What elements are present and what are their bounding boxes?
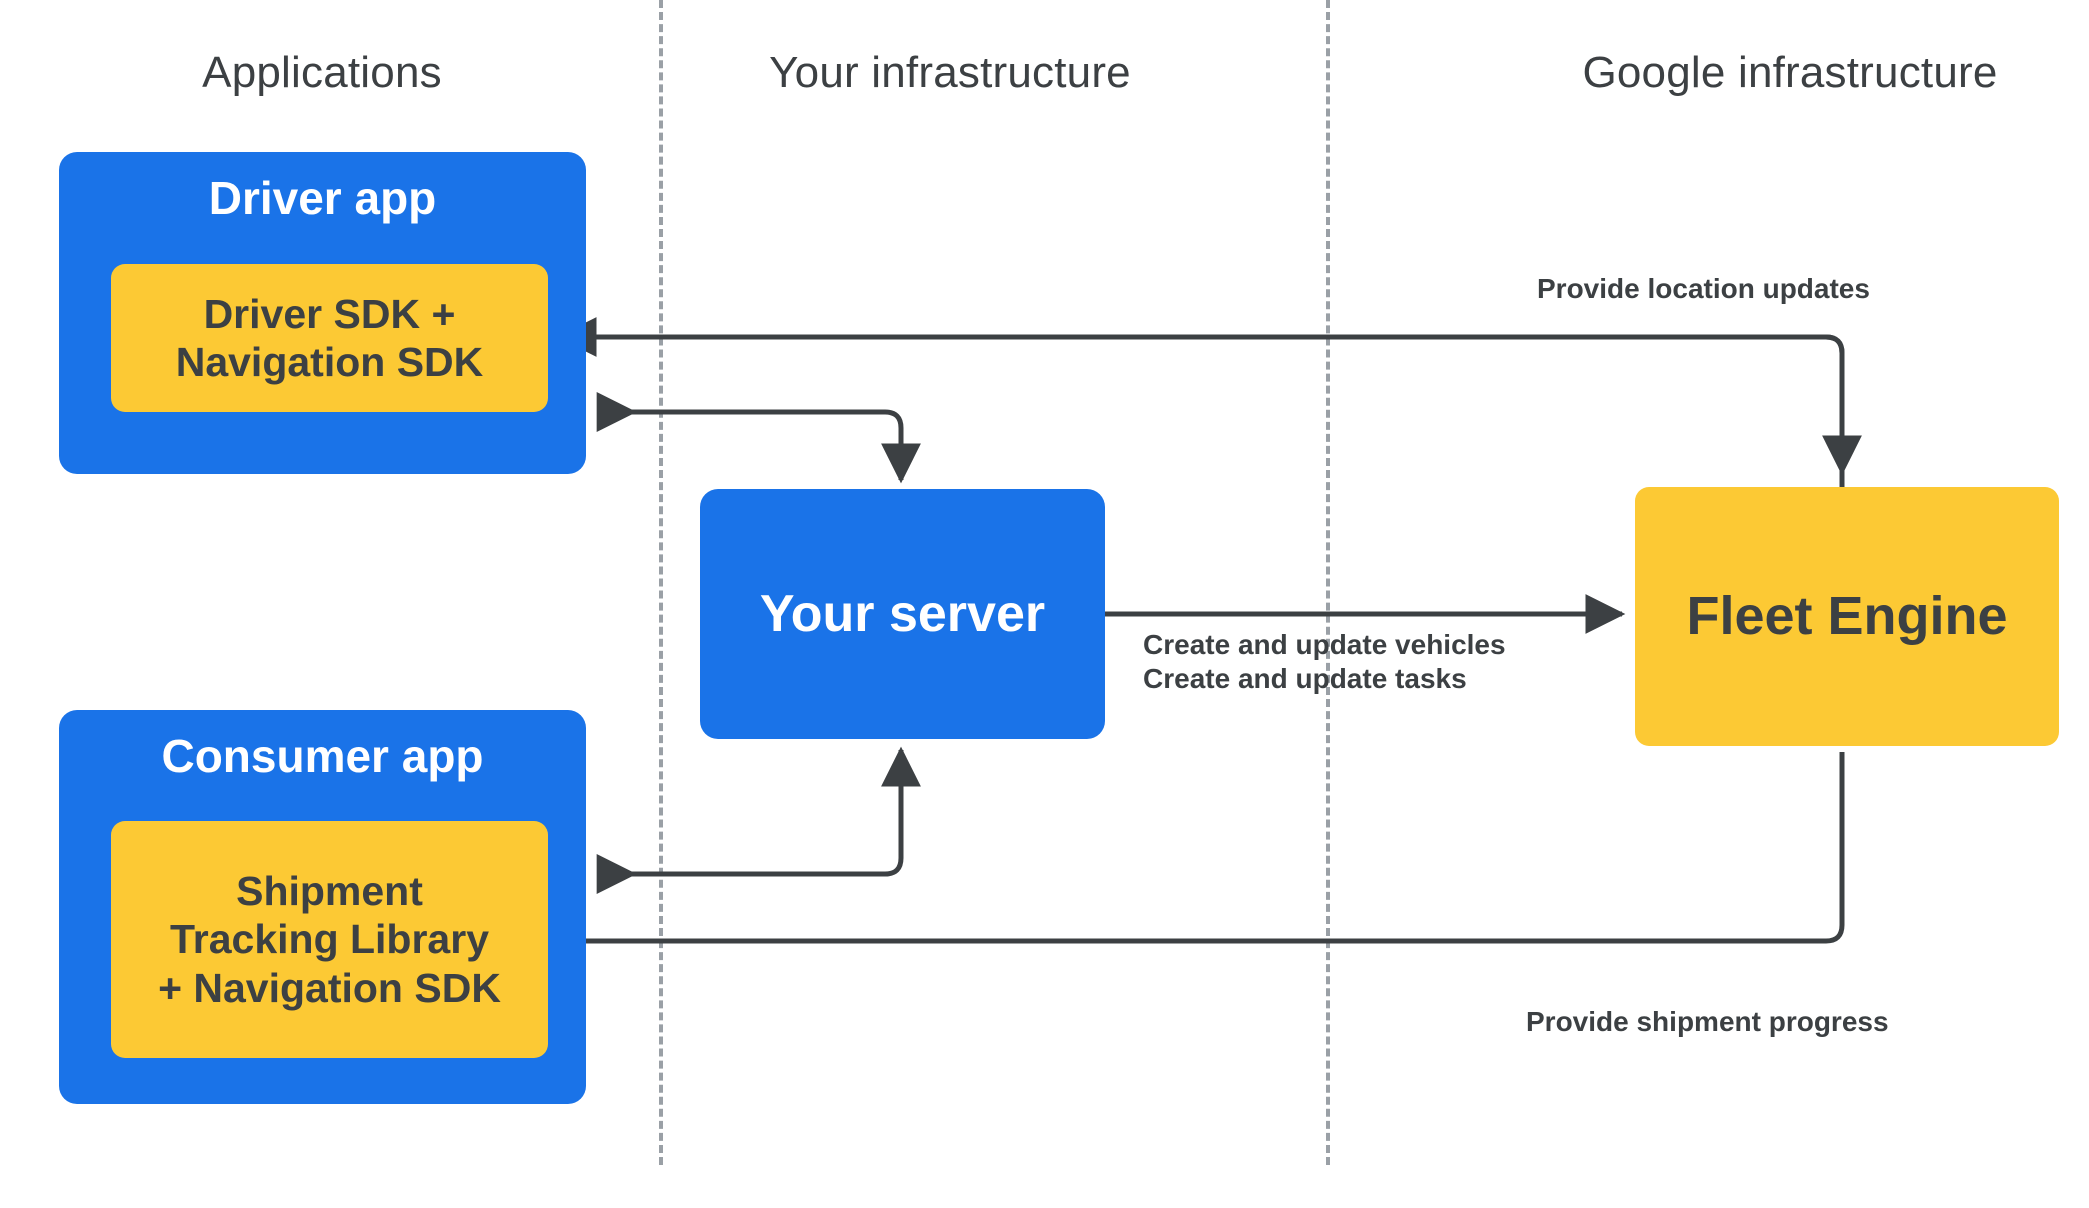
- edge-label-shipment-progress: Provide shipment progress: [1526, 1006, 1889, 1037]
- edge-fleet-to-driver: [556, 317, 1845, 487]
- edge-server-to-driver: [596, 392, 921, 484]
- node-fleet-engine-label: Fleet Engine: [1686, 585, 2008, 646]
- consumer-sdk-line-1: Shipment: [236, 867, 423, 914]
- edge-server-to-consumer: [596, 746, 921, 894]
- node-consumer-sdk[interactable]: Shipment Tracking Library + Navigation S…: [111, 821, 548, 1058]
- consumer-sdk-line-3: + Navigation SDK: [158, 964, 501, 1011]
- node-consumer-app-label: Consumer app: [161, 730, 484, 782]
- node-your-server-label: Your server: [759, 584, 1046, 643]
- node-driver-sdk[interactable]: Driver SDK + Navigation SDK: [111, 264, 548, 412]
- edge-fleet-to-driver-line: [556, 317, 1862, 476]
- node-driver-sdk-label: Driver SDK + Navigation SDK: [176, 290, 484, 387]
- edge-fleet-to-consumer: [549, 752, 1845, 961]
- consumer-sdk-line-2: Tracking Library: [169, 916, 489, 963]
- node-driver-app-label: Driver app: [208, 172, 437, 224]
- edge-label-create-tasks: Create and update tasks: [1143, 663, 1467, 695]
- node-your-server[interactable]: Your server: [700, 489, 1105, 739]
- edge-label-create-update: Create and update vehicles Create and up…: [1143, 628, 1506, 696]
- column-title-applications: Applications: [202, 48, 442, 97]
- column-title-your-infrastructure: Your infrastructure: [769, 48, 1131, 97]
- lane-divider-left: [659, 0, 663, 1165]
- edge-label-create-vehicles: Create and update vehicles: [1143, 629, 1506, 660]
- lane-divider-right: [1326, 0, 1330, 1165]
- node-fleet-engine[interactable]: Fleet Engine: [1635, 487, 2059, 746]
- column-title-google-infrastructure: Google infrastructure: [1582, 48, 1998, 97]
- driver-sdk-line-2: Navigation SDK: [175, 339, 484, 385]
- edge-label-location-updates: Provide location updates: [1537, 273, 1870, 304]
- driver-sdk-line-1: Driver SDK +: [203, 290, 456, 337]
- node-consumer-sdk-label: Shipment Tracking Library + Navigation S…: [158, 867, 501, 1012]
